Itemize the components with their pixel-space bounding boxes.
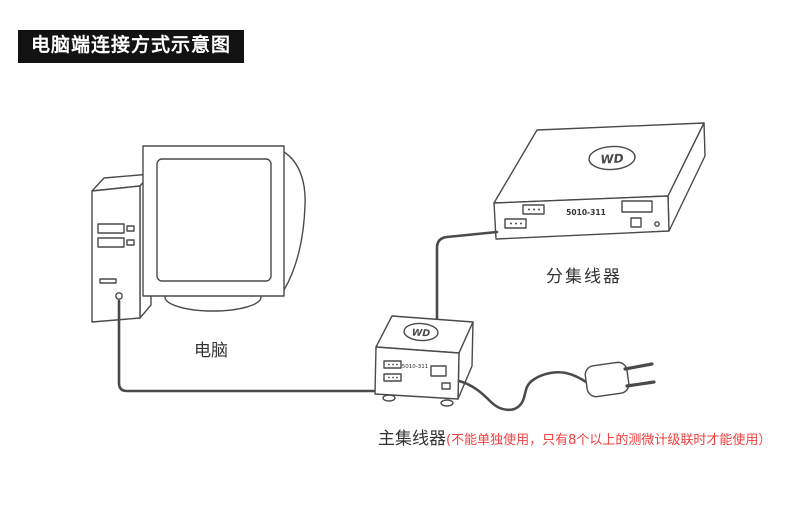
tower-port: [115, 292, 123, 300]
wd-logo-oval: [403, 322, 439, 342]
tower-drive-button-1: [126, 225, 135, 232]
tower-drive-slot-1: [97, 223, 125, 234]
main-hub-label: 主集线器: [378, 429, 446, 449]
connector-pin: [515, 222, 517, 225]
wd-logo-text: WD: [600, 151, 624, 166]
computer-monitor: [142, 145, 306, 312]
mainhub-power-socket: [430, 365, 447, 377]
subhub-front-face: [493, 195, 670, 240]
subhub-ports: [504, 200, 660, 229]
monitor-crt-bulge: [283, 151, 306, 291]
power-cord: [457, 370, 591, 412]
wd-logo-mainhub: WD: [403, 322, 439, 342]
subhub-power-switch: [621, 200, 653, 213]
plug-prong-top: [623, 362, 654, 371]
computer-tower: [91, 173, 152, 323]
subhub-model-text: 5010-311: [566, 208, 606, 217]
subhub-power-socket: [630, 217, 642, 228]
tower-drive-button-2: [126, 239, 135, 246]
connector-pin: [510, 222, 512, 225]
mainhub-ports: [383, 360, 451, 390]
cable-computer-to-mainhub: [117, 299, 376, 393]
main-hub-note: (不能单独使用，只有8个以上的测微计级联时才能使用）: [446, 433, 772, 448]
connector-pin: [528, 208, 530, 211]
connector-pin: [520, 222, 522, 225]
mainhub-front-face: [374, 346, 460, 400]
mainhub-connector-2: [383, 373, 402, 382]
wd-logo-oval: [588, 145, 636, 171]
power-plug: [584, 361, 656, 398]
plug-body: [584, 361, 630, 398]
mainhub-model-text: 5010-311: [402, 364, 428, 370]
page-title: 电脑端连接方式示意图: [18, 30, 245, 63]
monitor-screen: [156, 158, 272, 282]
computer-label: 电脑: [194, 341, 228, 361]
connector-pin: [396, 376, 398, 379]
main-hub-label-row: 主集线器(不能单独使用，只有8个以上的测微计级联时才能使用）: [378, 424, 771, 449]
mainhub-foot-left: [382, 394, 396, 402]
connector-pin: [388, 376, 390, 379]
connector-pin: [538, 208, 540, 211]
connector-pin: [396, 363, 398, 366]
mainhub-foot-right: [440, 399, 454, 407]
main-hub-device: WD 5010-311: [374, 315, 474, 407]
subhub-led: [654, 221, 660, 227]
tower-vent-slot: [99, 278, 117, 284]
wd-logo-text: WD: [411, 328, 430, 340]
connector-pin: [533, 208, 535, 211]
connector-pin: [392, 376, 394, 379]
sub-hub-device: WD 5010-311: [493, 122, 706, 240]
wd-logo-subhub: WD: [588, 145, 636, 171]
sub-hub-label: 分集线器: [546, 267, 622, 287]
cable-mainhub-to-subhub: [435, 230, 499, 321]
tower-front-face: [91, 185, 141, 323]
tower-drive-slot-2: [97, 237, 125, 248]
connector-pin: [392, 363, 394, 366]
plug-prong-bottom: [625, 380, 656, 388]
mainhub-switch: [441, 382, 451, 390]
subhub-connector-1: [522, 204, 545, 215]
mainhub-connector-1: [383, 360, 402, 369]
subhub-connector-2: [504, 218, 527, 229]
connector-pin: [388, 363, 390, 366]
